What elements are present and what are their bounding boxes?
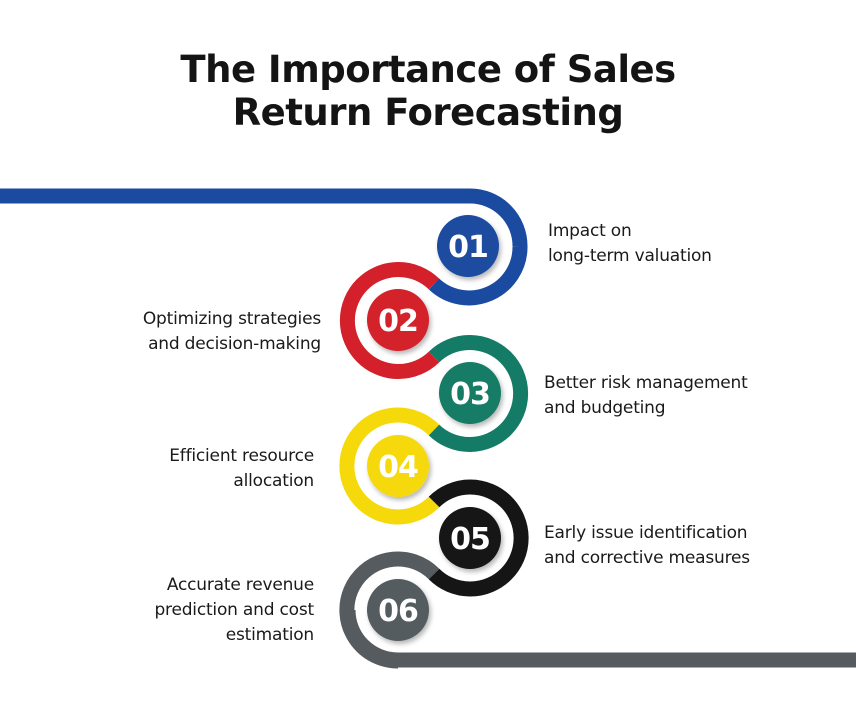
step-6-label-line-2: prediction and cost xyxy=(154,600,314,620)
step-6-ring xyxy=(339,551,440,669)
step-5-number: 05 xyxy=(450,522,490,557)
step-3-label-line-1: Better risk management xyxy=(544,373,748,393)
step-3-label-line-2: and budgeting xyxy=(544,398,666,418)
step-2-label-line-2: and decision-making xyxy=(148,334,321,354)
step-5-label-line-1: Early issue identification xyxy=(544,523,748,543)
step-4-badge: 04 xyxy=(367,435,429,497)
step-1-label: Impact on long-term valuation xyxy=(548,219,712,269)
step-4-label: Efficient resource allocation xyxy=(169,444,314,494)
step-5-label-line-2: and corrective measures xyxy=(544,548,750,568)
step-3-ring xyxy=(428,335,529,452)
step-3-badge: 03 xyxy=(439,362,501,424)
step-6-label-line-1: Accurate revenue xyxy=(166,575,314,595)
step-1-ring xyxy=(428,245,528,306)
step-2-label-line-1: Optimizing strategies xyxy=(142,309,321,329)
step-1-badge: 01 xyxy=(437,215,499,277)
step-4-number: 04 xyxy=(378,450,418,485)
step-5-badge: 05 xyxy=(439,507,501,569)
step-4-label-line-1: Efficient resource xyxy=(169,446,314,466)
step-4-ring xyxy=(339,407,440,525)
step-1-label-line-2: long-term valuation xyxy=(548,246,712,266)
step-3-number: 03 xyxy=(450,377,490,412)
infographic-title: The Importance of Sales Return Forecasti… xyxy=(0,48,856,134)
step-5-label: Early issue identification and correctiv… xyxy=(544,521,750,571)
step-3-label: Better risk management and budgeting xyxy=(544,371,748,421)
top-connector-bar xyxy=(0,188,528,247)
step-6-label: Accurate revenue prediction and cost est… xyxy=(154,573,314,648)
step-6-label-line-3: estimation xyxy=(225,625,314,645)
step-6-number: 06 xyxy=(378,594,418,629)
step-1-number: 01 xyxy=(448,230,488,265)
step-2-number: 02 xyxy=(378,304,418,339)
title-line-2: Return Forecasting xyxy=(232,91,624,134)
step-6-badge: 06 xyxy=(367,579,429,641)
title-line-1: The Importance of Sales xyxy=(180,48,676,91)
step-2-ring xyxy=(339,262,440,379)
step-2-label: Optimizing strategies and decision-makin… xyxy=(143,307,321,357)
step-4-label-line-2: allocation xyxy=(233,471,314,491)
step-5-ring xyxy=(428,479,529,597)
step-1-label-line-1: Impact on xyxy=(548,221,632,241)
step-2-badge: 02 xyxy=(367,289,429,351)
